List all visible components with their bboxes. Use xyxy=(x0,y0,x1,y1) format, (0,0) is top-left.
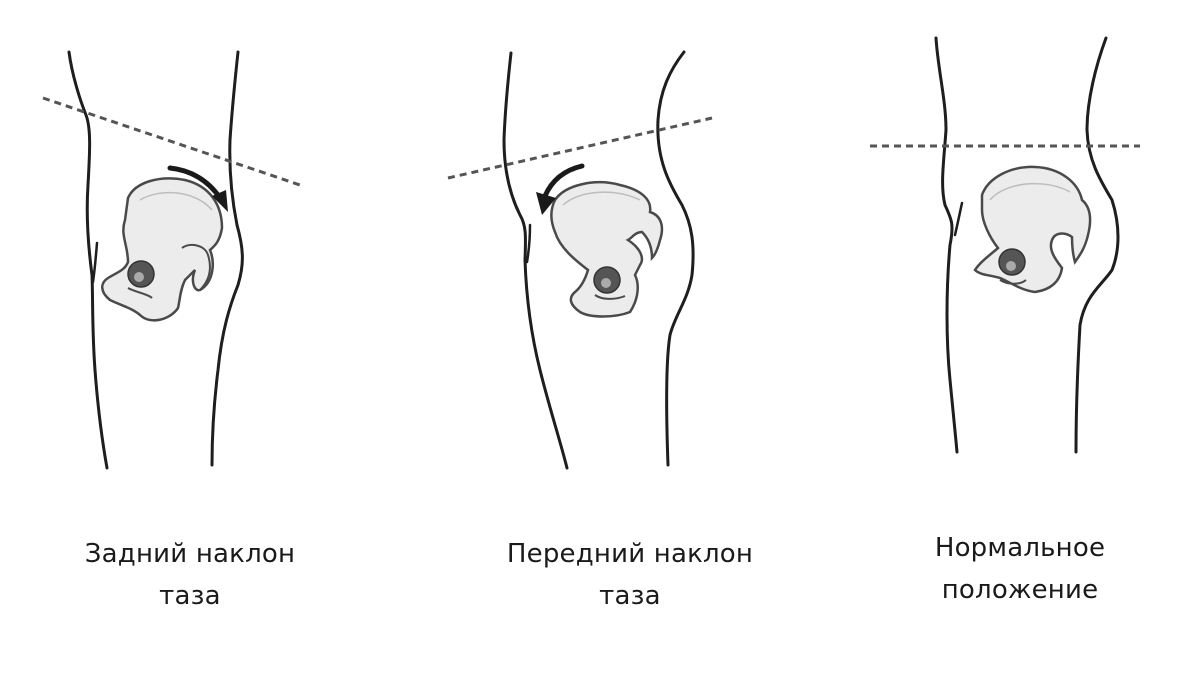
caption-anterior-line2: таза xyxy=(599,581,661,611)
body-outline-back xyxy=(67,50,109,470)
rotation-arrow-clockwise-icon xyxy=(167,165,228,212)
rotation-arrow-counterclockwise-icon xyxy=(536,163,585,215)
body-outline-front xyxy=(656,50,695,467)
pelvis-bone-icon xyxy=(101,177,224,322)
pelvis-bone-icon xyxy=(973,165,1092,294)
caption-anterior-tilt: Передний наклон таза xyxy=(480,533,780,617)
panel-neutral-position xyxy=(850,0,1180,500)
neutral-position-illustration xyxy=(870,36,1140,454)
tilt-line-dashed xyxy=(447,116,713,180)
anterior-tilt-illustration xyxy=(447,50,713,470)
caption-posterior-line1: Задний наклон xyxy=(84,539,296,569)
caption-neutral-position: Нормальное положение xyxy=(870,527,1170,611)
caption-posterior-tilt: Задний наклон таза xyxy=(40,533,340,617)
caption-posterior-line2: таза xyxy=(159,581,221,611)
caption-neutral-line1: Нормальное xyxy=(934,533,1106,563)
posterior-tilt-illustration xyxy=(42,50,301,470)
body-outline-back xyxy=(934,36,959,454)
body-outline-front xyxy=(210,50,244,467)
pelvis-bone-icon xyxy=(550,181,664,318)
body-outline-back xyxy=(502,51,569,470)
caption-neutral-line2: положение xyxy=(941,575,1099,605)
tilt-line-dashed xyxy=(42,96,301,187)
panel-posterior-tilt xyxy=(0,0,400,500)
body-outline-front xyxy=(1074,36,1120,454)
caption-anterior-line1: Передний наклон xyxy=(506,539,754,569)
panel-anterior-tilt xyxy=(420,0,760,500)
